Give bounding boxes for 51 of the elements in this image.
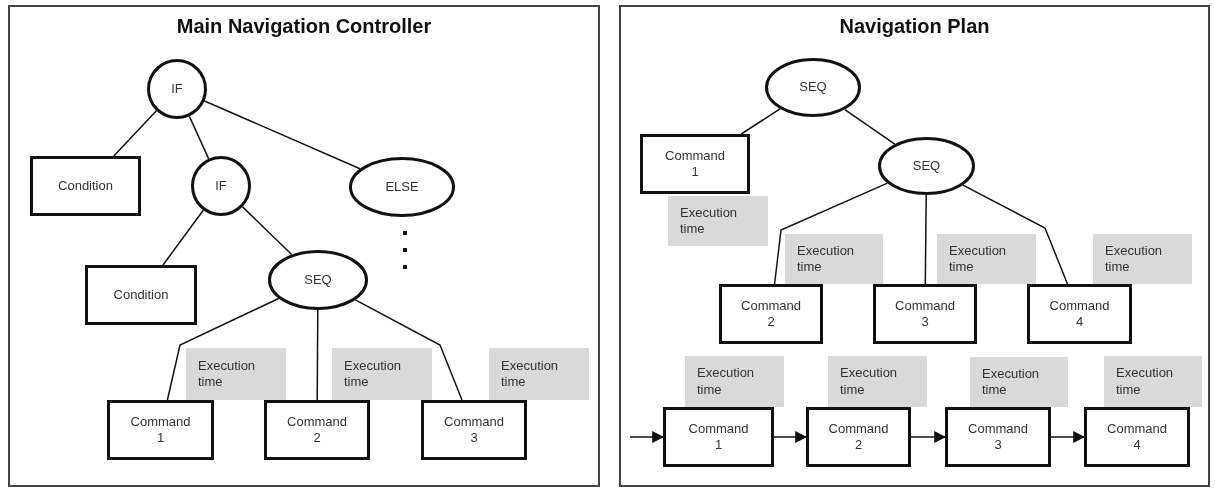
connector-line [113, 110, 158, 157]
arrow [910, 431, 947, 443]
node-ellipse: SEQ [268, 250, 368, 310]
command-box: Command 2 [806, 407, 911, 467]
connector-line [924, 194, 927, 285]
connector-line [773, 182, 889, 285]
connector-line [962, 184, 1069, 285]
connector-line [162, 209, 204, 266]
node-ellipse: ELSE [349, 157, 455, 217]
connector-line [740, 108, 781, 135]
connector-line [203, 100, 361, 170]
command-box: Command 1 [640, 134, 750, 194]
panel-frame [8, 5, 600, 487]
panel-frame [619, 5, 1210, 487]
execution-time-tag: Execution time [937, 234, 1036, 284]
connector-line [844, 108, 896, 145]
command-box: Command 1 [107, 400, 214, 460]
arrow [629, 431, 665, 443]
connector-line [354, 299, 463, 401]
execution-time-tag: Execution time [489, 348, 589, 400]
command-box: Command 1 [663, 407, 774, 467]
execution-time-tag: Execution time [970, 357, 1068, 407]
panel-title: Main Navigation Controller [175, 15, 433, 38]
connector-line [188, 115, 210, 160]
command-box: Command 4 [1084, 407, 1190, 467]
panel-title: Navigation Plan [838, 15, 991, 38]
execution-time-tag: Execution time [332, 348, 432, 400]
command-box: Condition [85, 265, 197, 325]
command-box: Command 4 [1027, 284, 1132, 344]
execution-time-tag: Execution time [1093, 234, 1192, 284]
execution-time-tag: Execution time [828, 356, 927, 407]
execution-time-tag: Execution time [785, 234, 883, 284]
connector-line [316, 309, 319, 401]
command-box: Command 2 [264, 400, 370, 460]
command-box: Command 3 [945, 407, 1051, 467]
command-box: Condition [30, 156, 141, 216]
node-ellipse: IF [191, 156, 251, 216]
node-ellipse: SEQ [765, 58, 861, 117]
connector-line [241, 206, 293, 256]
command-box: Command 2 [719, 284, 823, 344]
connector-line [166, 297, 280, 401]
arrow [773, 431, 808, 443]
arrow [1050, 431, 1086, 443]
node-ellipse: IF [147, 59, 207, 119]
node-ellipse: SEQ [878, 137, 975, 195]
command-box: Command 3 [873, 284, 977, 344]
command-box: Command 3 [421, 400, 527, 460]
execution-time-tag: Execution time [685, 356, 784, 407]
execution-time-tag: Execution time [1104, 356, 1202, 407]
execution-time-tag: Execution time [186, 348, 286, 400]
execution-time-tag: Execution time [668, 196, 768, 246]
